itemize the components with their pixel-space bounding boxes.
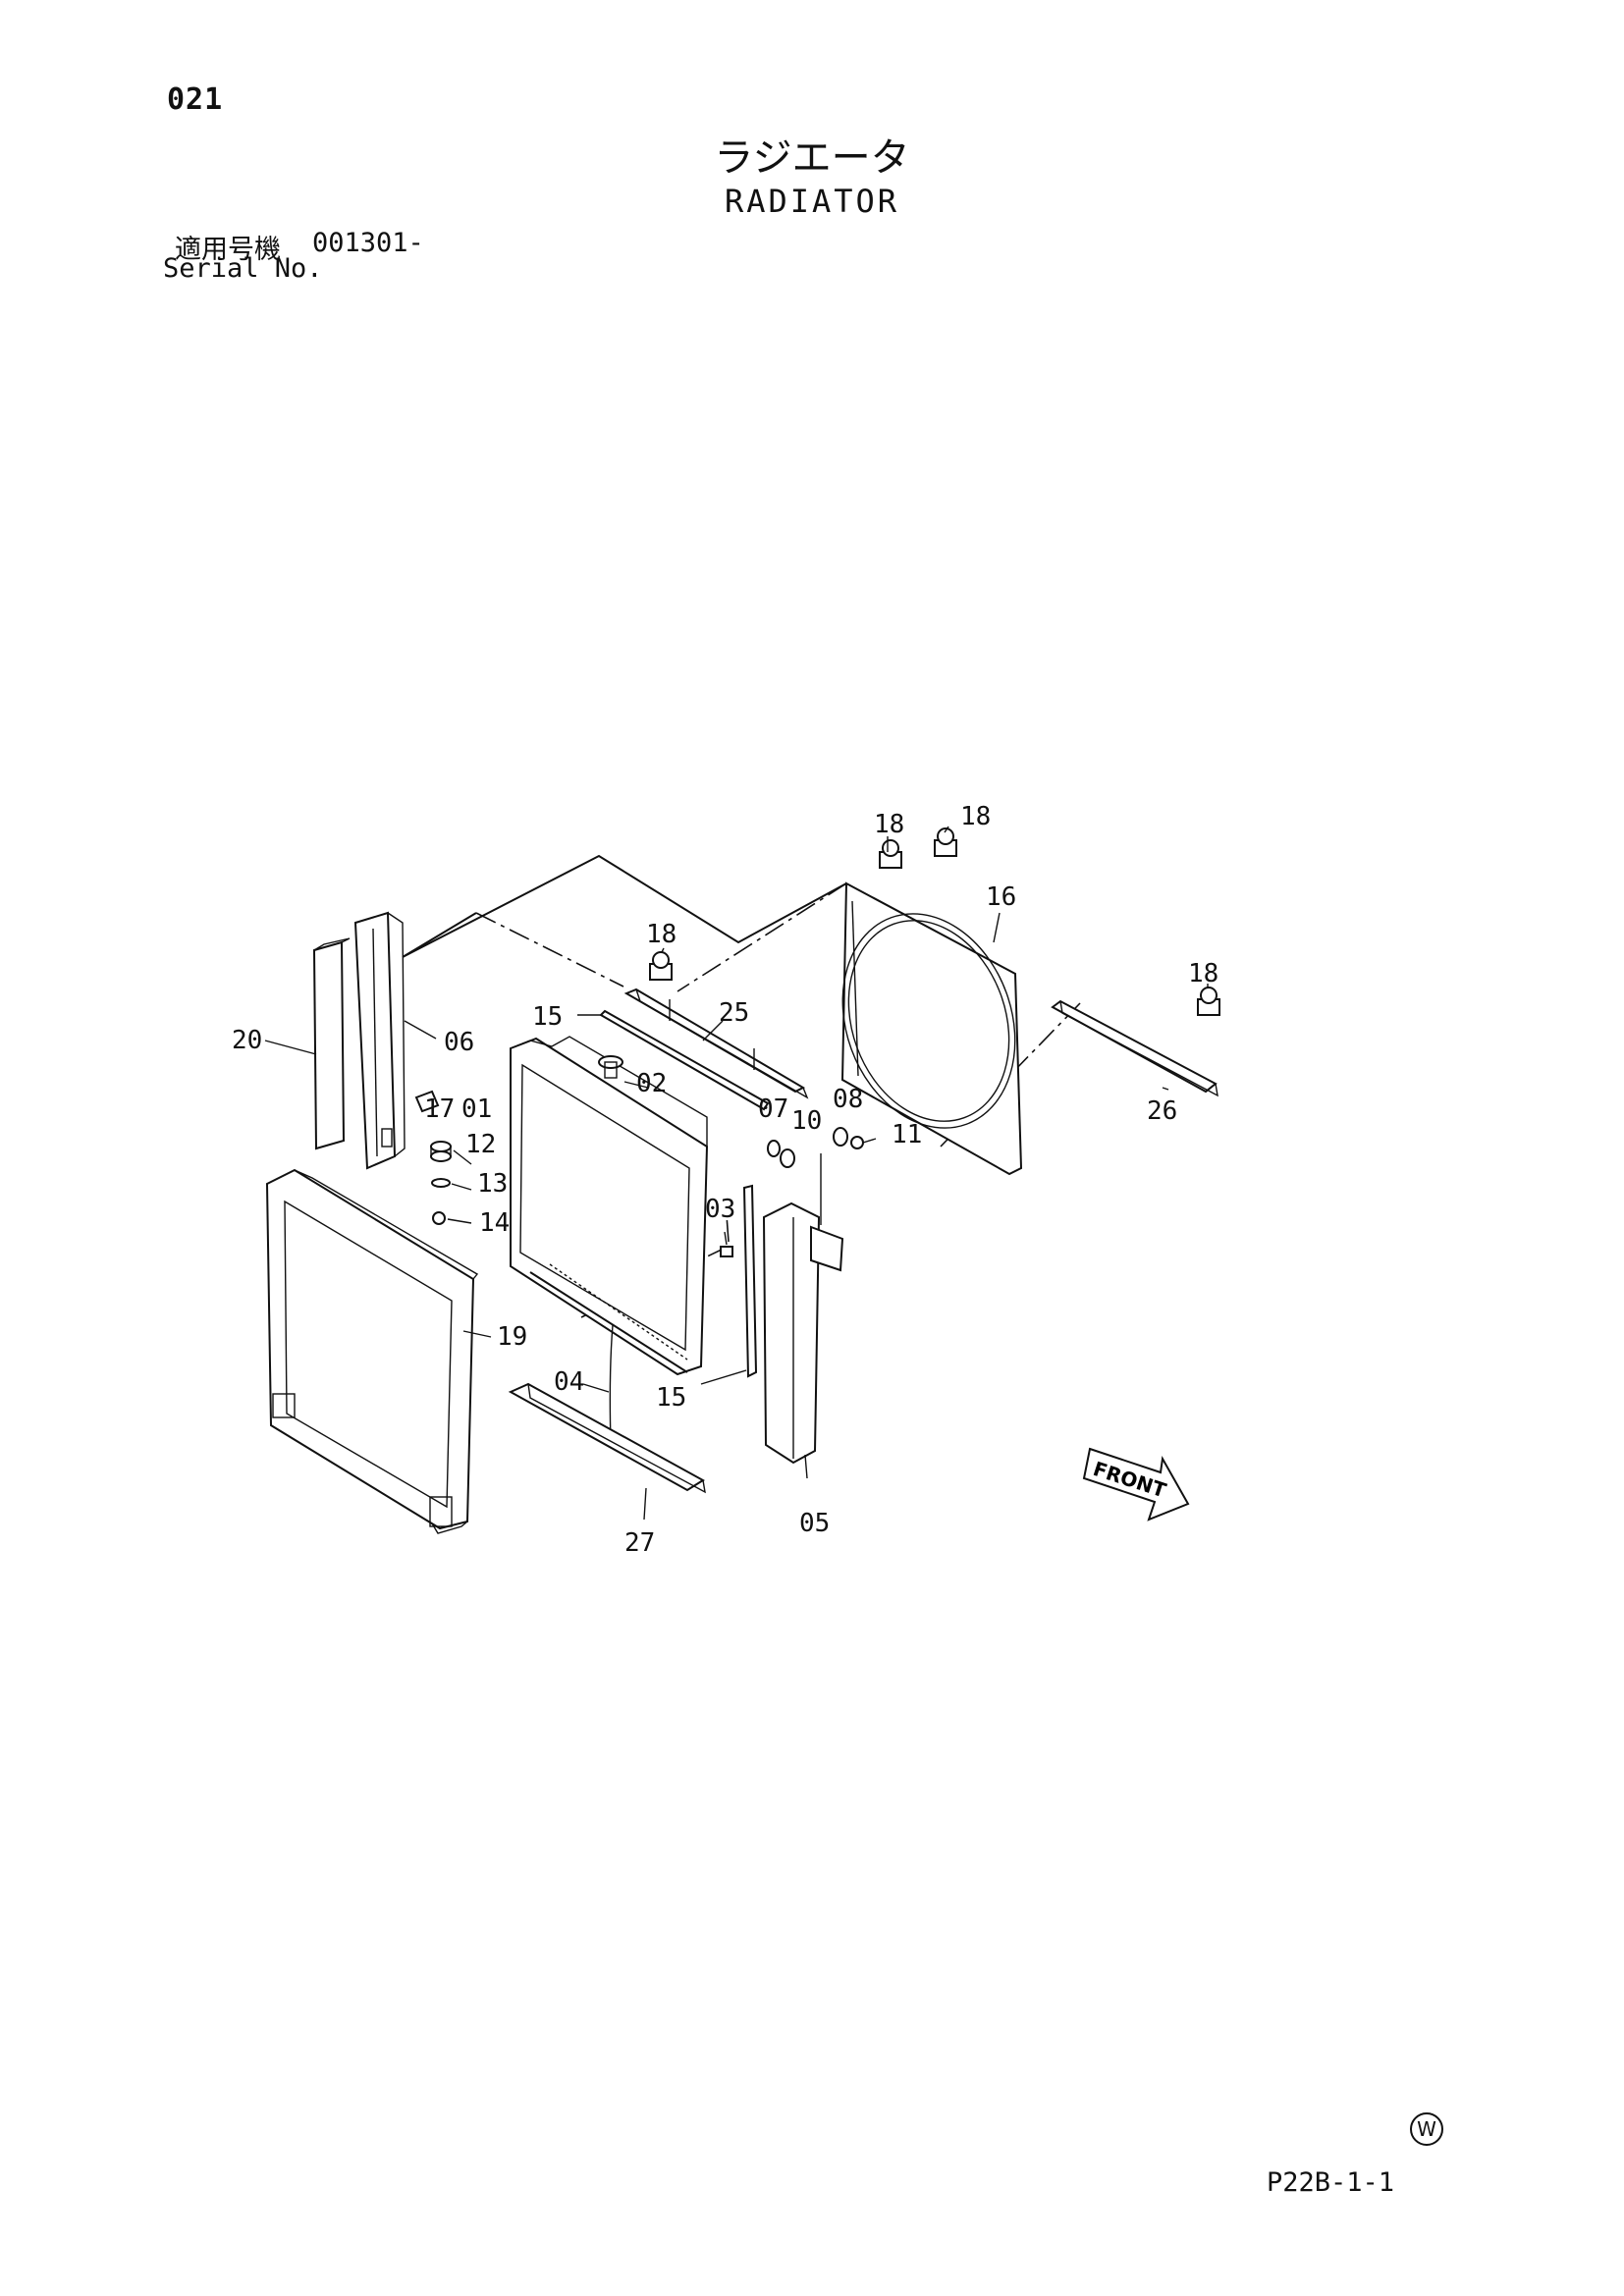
- callout-labels: 18 18 16 18 18 15 25 20 06 02 17 01 12 1…: [232, 802, 1218, 1558]
- part-18-bolt-right: [1197, 987, 1220, 1016]
- callout-14: 14: [479, 1208, 510, 1238]
- callout-01: 01: [461, 1095, 492, 1124]
- part-17-cushion: [414, 1090, 440, 1113]
- callout-04: 04: [554, 1367, 584, 1397]
- part-11-bolt: [850, 1136, 877, 1149]
- part-10-nut: [780, 1148, 795, 1168]
- part-02-radiator-cap: [598, 1055, 623, 1079]
- callout-07: 07: [758, 1095, 788, 1124]
- part-19-radiator-frame: [265, 1168, 479, 1534]
- callout-15: 15: [656, 1383, 686, 1413]
- part-16-fan-shroud: [840, 881, 1023, 1176]
- part-08-washer: [833, 1127, 848, 1147]
- callout-18: 18: [960, 802, 991, 831]
- part-27-seal-strip: [508, 1382, 706, 1494]
- callout-25: 25: [719, 998, 749, 1028]
- part-25-stay: [623, 988, 809, 1099]
- part-26-angle-bracket: [1051, 999, 1218, 1097]
- part-18-bolt-top-b: [934, 828, 957, 857]
- part-15-seal-lower: [742, 1184, 758, 1378]
- callout-15: 15: [532, 1002, 563, 1032]
- part-18-bolt-top-a: [879, 839, 902, 869]
- callout-17: 17: [424, 1095, 455, 1124]
- part-12-plug: [430, 1141, 452, 1162]
- page-title-japanese: ラジエータ: [714, 135, 910, 181]
- publisher-mark: W: [1410, 2112, 1443, 2146]
- callout-10: 10: [791, 1106, 822, 1136]
- callout-02: 02: [636, 1069, 667, 1098]
- callout-18: 18: [874, 810, 904, 839]
- page-code: P22B-1-1: [1267, 2167, 1395, 2198]
- front-direction-arrow: FRONT: [1082, 1447, 1190, 1522]
- callout-11: 11: [892, 1120, 922, 1149]
- part-20-seal-strip: [312, 937, 351, 1150]
- serial-number-value: 001301-: [312, 228, 424, 258]
- part-06-side-bracket: [353, 911, 406, 1170]
- callout-13: 13: [477, 1169, 508, 1199]
- callout-20: 20: [232, 1026, 262, 1055]
- callout-06: 06: [444, 1028, 474, 1057]
- part-14-bolt: [432, 1211, 446, 1225]
- serial-label: Serial No.: [163, 253, 323, 284]
- part-07-washer: [767, 1140, 781, 1157]
- callout-19: 19: [497, 1322, 527, 1352]
- callout-26: 26: [1147, 1096, 1177, 1126]
- callout-27: 27: [624, 1528, 655, 1558]
- serial-label-japanese: 適用号機: [175, 235, 281, 265]
- part-05-side-bracket: [762, 1153, 844, 1465]
- part-13-washer: [431, 1178, 451, 1188]
- callout-08: 08: [833, 1085, 863, 1114]
- callout-12: 12: [465, 1130, 496, 1159]
- part-18-bolt-upper-left: [649, 951, 673, 981]
- part-03-drain-cock: [720, 1246, 733, 1257]
- part-15-seal-upper: [599, 1009, 770, 1111]
- page-number: 021: [167, 82, 224, 117]
- page-title: RADIATOR: [724, 183, 900, 220]
- callout-18: 18: [1188, 959, 1218, 988]
- callout-05: 05: [799, 1509, 830, 1538]
- callout-16: 16: [986, 882, 1016, 912]
- part-01-radiator-core: [510, 1036, 709, 1376]
- callout-18: 18: [646, 920, 677, 949]
- callout-leader-lines: [264, 826, 1209, 1521]
- callout-03: 03: [705, 1195, 735, 1224]
- part-04-drain-hose: [609, 1324, 614, 1444]
